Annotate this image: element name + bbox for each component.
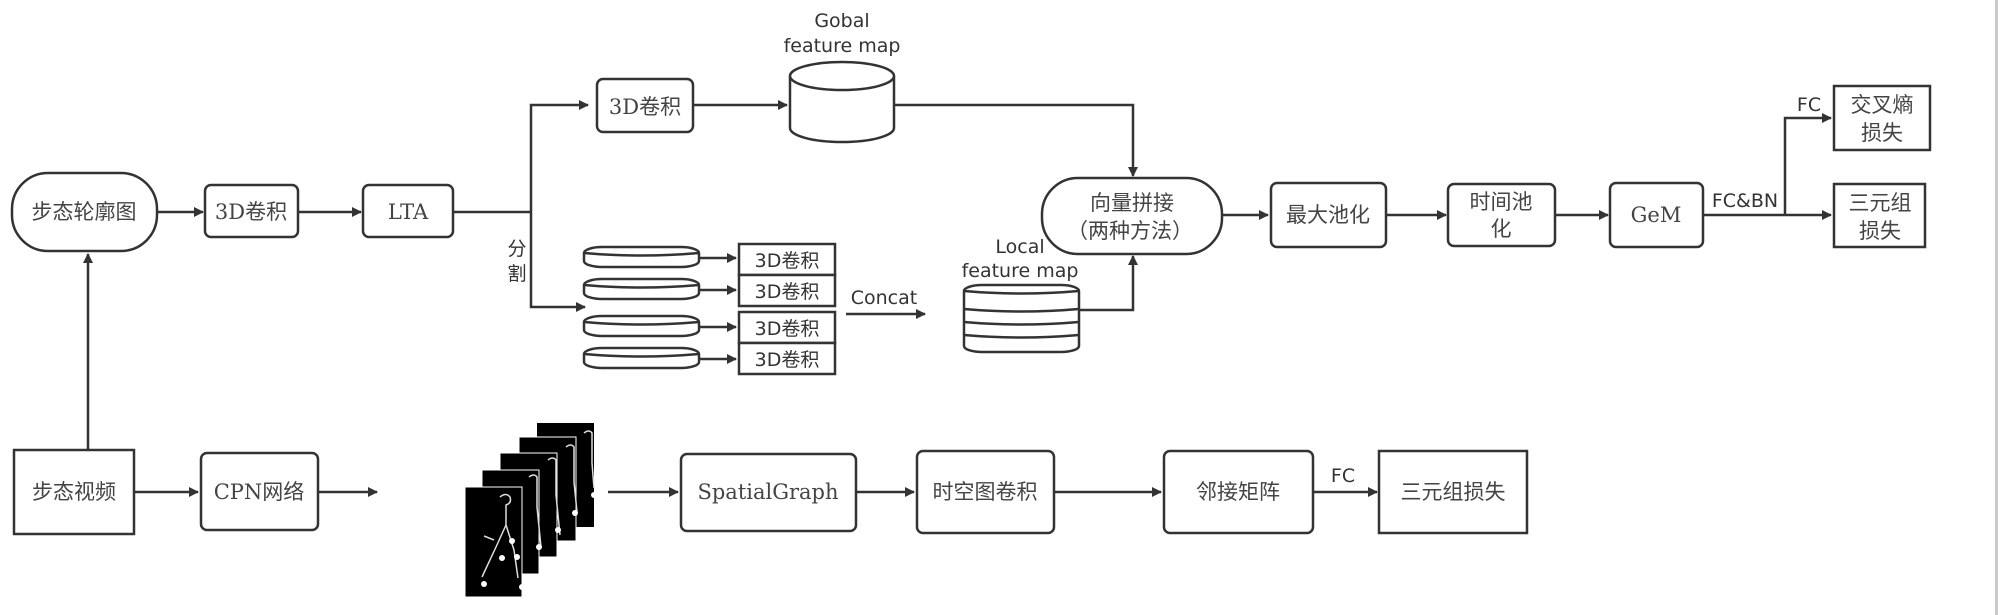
label-vector-concat-2: （两种方法） (1067, 219, 1193, 243)
label-split-2: 割 (507, 263, 526, 285)
label-part-conv-2: 3D卷积 (755, 281, 820, 303)
arrow-to-global-conv (529, 100, 589, 212)
label-adjacency: 邻接矩阵 (1196, 480, 1280, 504)
label-gem: GeM (1631, 203, 1682, 227)
label-vector-concat-1: 向量拼接 (1090, 191, 1174, 215)
node-vector-concat: 向量拼接 （两种方法） (1040, 176, 1224, 256)
node-lta: LTA (361, 183, 455, 239)
part-disk-1 (582, 245, 701, 269)
part-conv-boxes: 3D卷积 3D卷积 3D卷积 3D卷积 (737, 242, 837, 376)
label-lta: LTA (388, 200, 429, 224)
node-conv3d-global: 3D卷积 (595, 77, 695, 134)
label-ce-loss-2: 损失 (1861, 121, 1903, 145)
label-spatial-graph: SpatialGraph (697, 480, 838, 504)
node-temporal-pool: 时间池 化 (1446, 182, 1557, 248)
local-feature-map-stack (962, 283, 1081, 354)
skeleton-joints (481, 492, 597, 590)
label-gait-silhouette: 步态轮廓图 (32, 200, 137, 224)
label-max-pool: 最大池化 (1286, 203, 1370, 227)
node-ce-loss: 交叉熵 损失 (1832, 84, 1932, 152)
label-split-1: 分 (507, 238, 526, 260)
part-disk-4 (582, 346, 701, 370)
label-ce-loss-1: 交叉熵 (1851, 93, 1914, 117)
label-triplet-top-2: 损失 (1859, 219, 1901, 243)
node-max-pool: 最大池化 (1269, 181, 1388, 249)
label-triplet-bottom: 三元组损失 (1401, 480, 1506, 504)
part-disk-3 (582, 314, 701, 338)
label-triplet-top-1: 三元组 (1849, 191, 1912, 215)
label-fc-bottom: FC (1331, 465, 1355, 487)
label-conv3d-global: 3D卷积 (609, 95, 681, 119)
node-spatial-graph: SpatialGraph (679, 452, 858, 533)
label-st-graph-conv: 时空图卷积 (933, 480, 1038, 504)
label-cpn: CPN网络 (214, 480, 305, 504)
label-global-map-1: Gobal (814, 10, 869, 32)
part-disk-2 (582, 277, 701, 301)
label-fc-top: FC (1797, 94, 1821, 116)
global-feature-map-cylinder (788, 60, 896, 144)
node-triplet-loss-top: 三元组 损失 (1832, 182, 1927, 249)
arrow-global-to-concat (894, 103, 1138, 177)
label-part-conv-3: 3D卷积 (755, 318, 820, 340)
label-gait-video: 步态视频 (32, 480, 116, 504)
arrow-local-to-concat (1079, 255, 1138, 312)
skeleton-figure (481, 430, 595, 579)
split-part-disks (582, 245, 701, 370)
skeleton-frames-image (464, 423, 597, 598)
right-edge-border (1995, 0, 1998, 615)
node-cpn: CPN网络 (199, 451, 320, 532)
label-temporal-pool-1: 时间池 (1470, 190, 1533, 214)
arrow-to-split-parts (529, 212, 586, 312)
arrow-to-ce-loss (1783, 113, 1832, 215)
node-adjacency: 邻接矩阵 (1162, 449, 1315, 535)
label-fc-bn: FC&BN (1712, 190, 1778, 212)
label-conv3d-1: 3D卷积 (215, 200, 287, 224)
label-local-map-2: feature map (962, 260, 1079, 282)
label-temporal-pool-2: 化 (1491, 217, 1512, 241)
node-gait-video: 步态视频 (12, 448, 136, 536)
label-part-conv-1: 3D卷积 (755, 250, 820, 272)
label-global-map-2: feature map (784, 35, 901, 57)
label-part-conv-4: 3D卷积 (755, 349, 820, 371)
node-gait-silhouette: 步态轮廓图 (10, 171, 159, 253)
node-triplet-loss-bottom: 三元组损失 (1377, 449, 1529, 535)
label-concat: Concat (851, 287, 917, 309)
node-st-graph-conv: 时空图卷积 (915, 449, 1056, 535)
label-local-map-1: Local (995, 236, 1044, 258)
node-gem: GeM (1608, 181, 1705, 249)
node-conv3d-1: 3D卷积 (203, 183, 300, 239)
